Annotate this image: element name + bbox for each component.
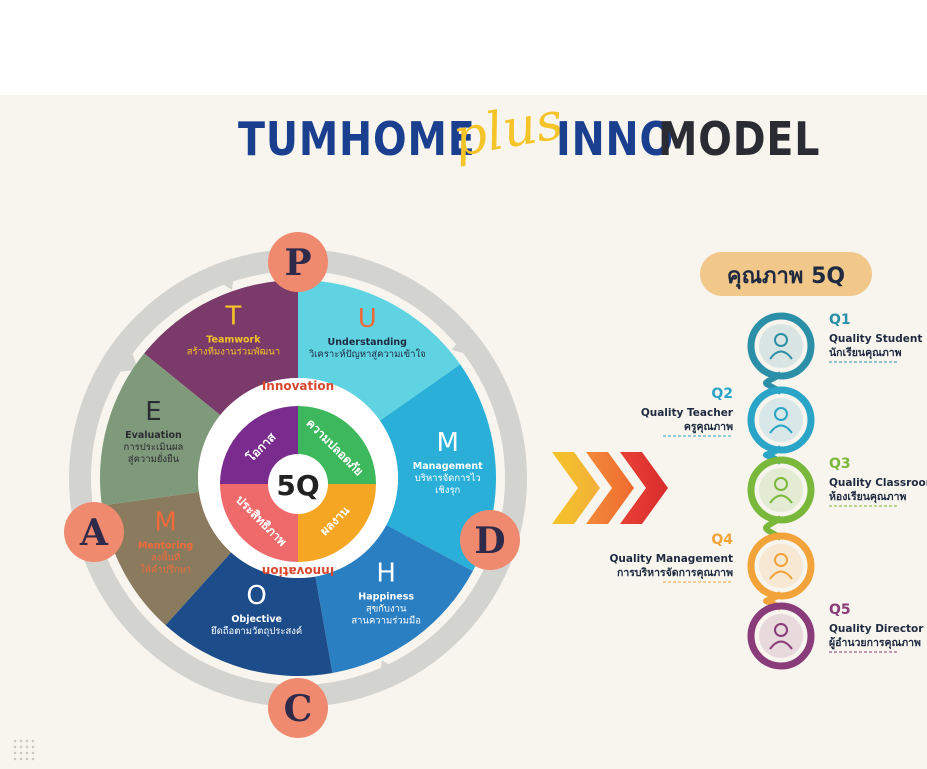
center-5q: 5Q xyxy=(276,469,319,502)
quality-header: คุณภาพ 5Q xyxy=(727,264,845,290)
quality-thai: ครูคุณภาพ xyxy=(684,421,733,434)
center-circle xyxy=(268,454,328,514)
segment-letter: O xyxy=(246,581,266,611)
segment-m xyxy=(101,491,232,626)
q-ring xyxy=(747,386,815,454)
segment-e xyxy=(100,353,221,506)
segment-english-label: Teamwork xyxy=(206,335,261,346)
cycle-arrow-head xyxy=(378,660,400,690)
segment-letter: E xyxy=(145,397,161,427)
quality-english: Quality Student xyxy=(829,333,922,345)
segment-thai-label: ให้คำปรึกษา xyxy=(140,563,191,575)
segment-english-label: Management xyxy=(413,461,483,472)
title-model: MODEL xyxy=(658,112,821,166)
ring-label-innovation-bottom: Innovation xyxy=(262,564,334,578)
segment-thai-label: บริหารจัดการไว xyxy=(415,472,481,484)
segment-u xyxy=(298,280,461,421)
q-ring xyxy=(747,456,815,524)
segment-thai-label: ลงพื้นที่ xyxy=(151,550,180,563)
chevron-right-icon xyxy=(620,452,668,524)
segment-thai-label: วิเคราะห์ปัญหาสู่ความเข้าใจ xyxy=(308,348,425,360)
teachers-group-icon xyxy=(769,407,793,434)
quality-header-pill xyxy=(700,252,872,296)
quality-thai: ผู้อำนวยการคุณภาพ xyxy=(829,636,921,650)
pdca-badges: P A D C xyxy=(64,232,520,738)
segment-english-label: Mentoring xyxy=(138,540,193,551)
quality-thai: ห้องเรียนคุณภาพ xyxy=(829,490,906,504)
segment-thai-label: ยึดถือตามวัตถุประสงค์ xyxy=(211,625,303,637)
chevron-right-icon xyxy=(586,452,634,524)
ring-label-innovation-top: Innovation xyxy=(262,379,334,393)
pdca-badge-letter: D xyxy=(474,520,505,562)
pdca-badge-letter: A xyxy=(79,512,109,554)
quality-english: Quality Classroom xyxy=(829,477,927,489)
quality-code: Q5 xyxy=(829,602,851,618)
segment-letter: T xyxy=(224,302,241,332)
arrow-chevrons xyxy=(552,452,668,524)
segment-english-label: Objective xyxy=(231,614,282,625)
quality-english: Quality Teacher xyxy=(641,407,734,419)
segment-thai-label: สู่ความยั่งยืน xyxy=(128,452,180,465)
cycle-arrow-head xyxy=(116,340,138,372)
pdca-badge-circle xyxy=(64,502,124,562)
director-icon xyxy=(769,623,793,650)
title-inno: INNO xyxy=(556,112,675,166)
pdca-badge-circle xyxy=(460,510,520,570)
pdca-badge-circle xyxy=(268,232,328,292)
cycle-arrow-head xyxy=(210,258,236,290)
segment-thai-label: สุขกับงาน xyxy=(366,603,407,614)
cycle-arrow-head xyxy=(452,330,482,358)
quality-thai: นักเรียนคุณภาพ xyxy=(829,346,902,360)
pdca-badge-letter: P xyxy=(284,242,311,284)
chevron-right-icon xyxy=(552,452,600,524)
lightbulb-icon xyxy=(769,553,793,580)
classroom-icon xyxy=(769,477,793,504)
q-ring xyxy=(747,532,815,600)
segment-english-label: Understanding xyxy=(328,337,407,348)
segment-t xyxy=(144,280,298,416)
segment-english-label: Happiness xyxy=(358,591,414,602)
quality-thai: การบริหารจัดการคุณภาพ xyxy=(617,567,733,580)
segment-thai-label: การประเมินผล xyxy=(124,442,184,453)
segment-letter: M xyxy=(154,507,176,537)
q-ring xyxy=(747,602,815,670)
segment-thai-label: เชิงรุก xyxy=(435,485,460,496)
pdca-badge-circle xyxy=(268,678,328,738)
title-tumhome: TUMHOME xyxy=(238,112,476,166)
segment-letter: M xyxy=(437,428,459,458)
decorative-dots xyxy=(12,738,36,762)
segment-thai-label: สร้างทีมงานร่วมพัฒนา xyxy=(187,346,280,358)
segment-o xyxy=(165,552,333,676)
segment-m xyxy=(379,364,496,571)
segment-letter: U xyxy=(358,304,377,334)
quality-english: Quality Management xyxy=(610,553,734,565)
quality-code: Q3 xyxy=(829,456,851,472)
quality-english: Quality Director xyxy=(829,623,924,635)
segment-letter: H xyxy=(376,558,396,588)
segment-english-label: Evaluation xyxy=(125,430,182,441)
quality-code: Q1 xyxy=(829,312,851,328)
pdca-badge-letter: C xyxy=(284,688,313,730)
segment-h xyxy=(315,524,473,673)
q-ring xyxy=(747,312,815,380)
student-icon xyxy=(769,333,793,360)
model-title: TUMHOME plus INNO MODEL xyxy=(238,91,858,180)
quality-code: Q4 xyxy=(711,532,733,548)
segment-thai-label: สานความร่วมมือ xyxy=(351,615,421,626)
quality-code: Q2 xyxy=(711,386,733,402)
top-white-band xyxy=(0,0,927,95)
